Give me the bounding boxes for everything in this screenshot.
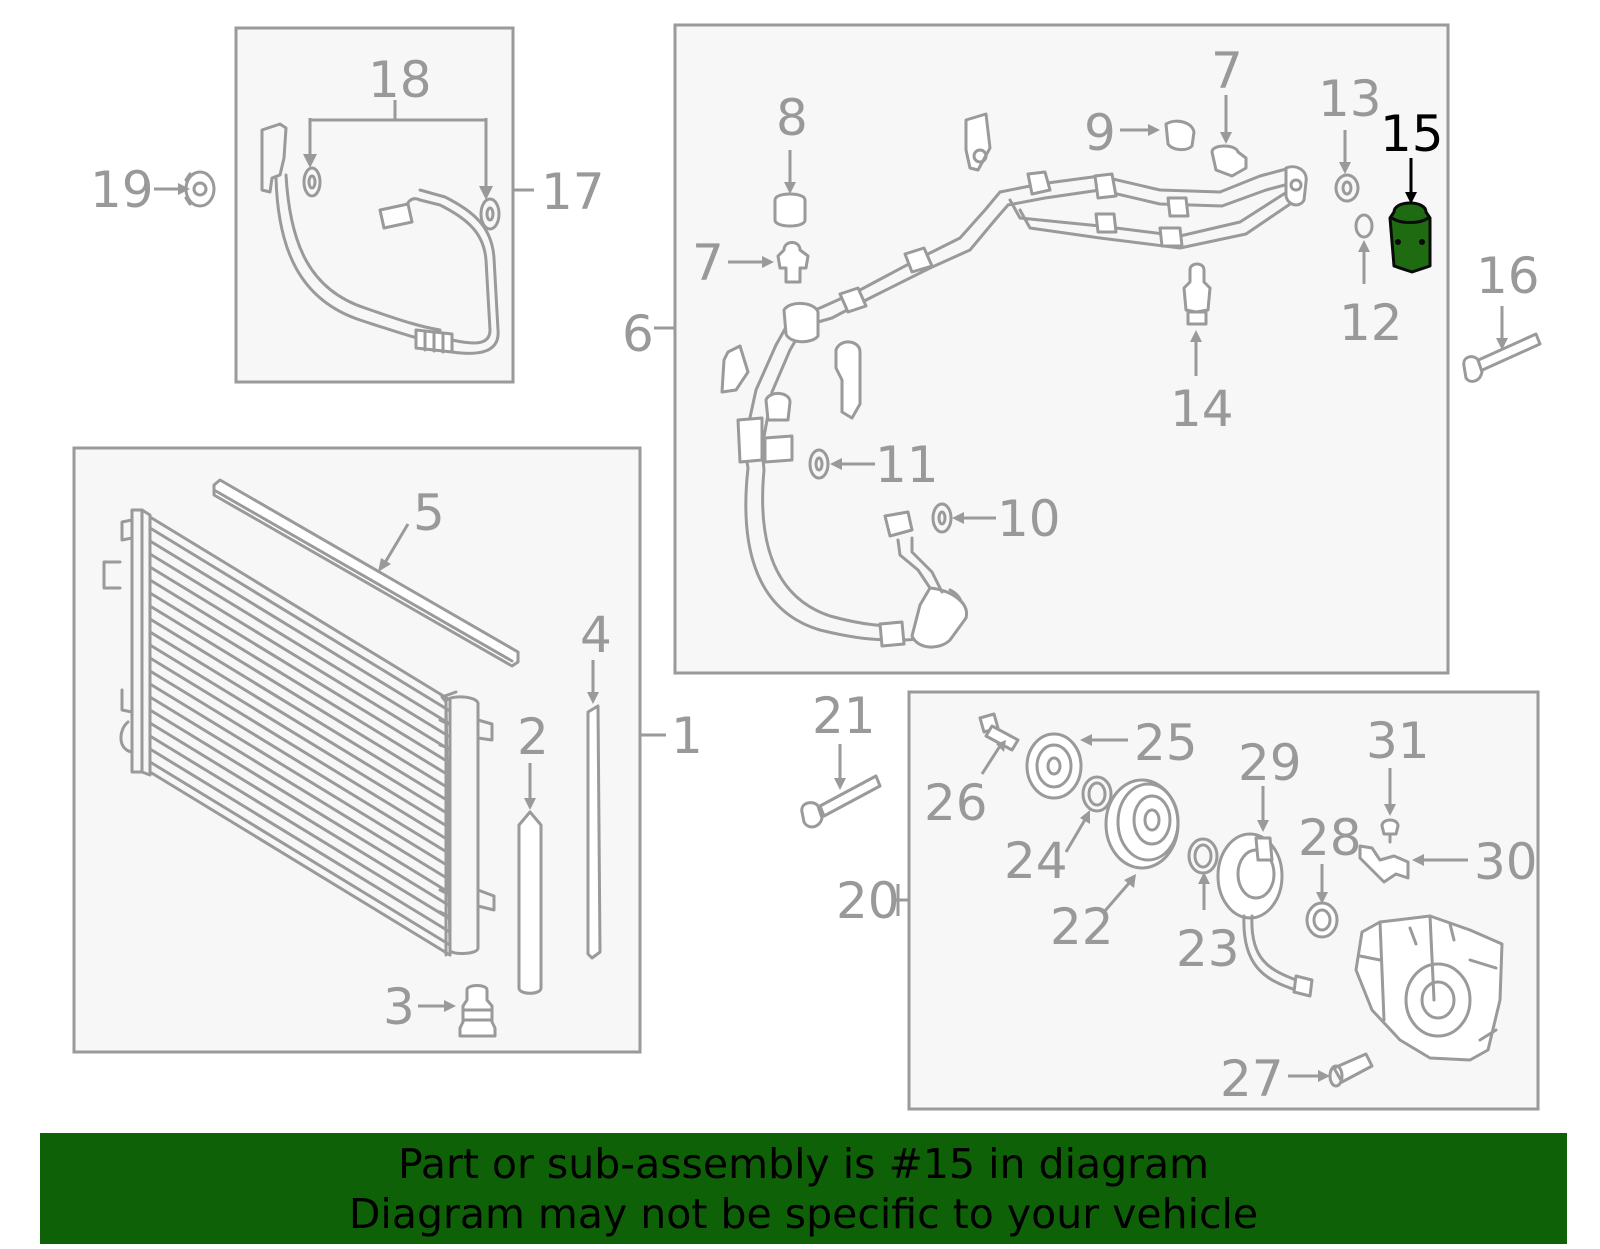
callout-14: 14	[1170, 380, 1234, 438]
box-pipe-assembly-6	[673, 23, 1450, 675]
callout-25: 25	[1134, 714, 1198, 772]
bracket-30	[1358, 844, 1410, 884]
field-coil-29	[1216, 832, 1314, 998]
o-ring-13	[1334, 173, 1360, 203]
callout-22: 22	[1050, 898, 1114, 956]
callout-13: 13	[1318, 70, 1382, 128]
rubber-strip-5	[212, 478, 520, 668]
callout-8: 8	[776, 89, 808, 147]
callout-1: 1	[671, 707, 703, 765]
bolt-31	[1380, 818, 1400, 844]
callout-23: 23	[1176, 920, 1240, 978]
pressure-sensor-14	[1182, 262, 1212, 326]
callout-16: 16	[1476, 247, 1540, 305]
callout-5: 5	[413, 484, 445, 542]
bolt-26	[978, 712, 1020, 752]
compressor-body	[1354, 914, 1504, 1062]
callout-11: 11	[875, 436, 939, 494]
callout-7b: 7	[1211, 42, 1243, 100]
callout-15: 15	[1380, 105, 1444, 163]
callout-28: 28	[1298, 809, 1362, 867]
callout-26: 26	[924, 774, 988, 832]
cap-8	[773, 192, 807, 228]
callout-29: 29	[1238, 734, 1302, 792]
expansion-valve-15	[1388, 201, 1432, 274]
callout-21: 21	[812, 687, 876, 745]
callout-17: 17	[541, 163, 605, 221]
cap-9	[1164, 119, 1196, 152]
box-hose-assembly-17	[234, 26, 515, 384]
callout-2: 2	[517, 708, 549, 766]
callout-3: 3	[383, 978, 415, 1036]
snap-ring-23	[1187, 837, 1219, 875]
banner-line-1: Part or sub-assembly is #15 in diagram	[397, 1140, 1210, 1188]
banner-line-2: Diagram may not be specific to your vehi…	[348, 1190, 1259, 1238]
hose-assembly-17	[260, 122, 501, 355]
info-banner: Part or sub-assembly is #15 in diagram D…	[40, 1133, 1567, 1244]
valve-core-7b	[1210, 144, 1248, 178]
clutch-plate-25	[1025, 732, 1083, 800]
callout-10: 10	[997, 490, 1061, 548]
side-strip-4	[586, 704, 602, 960]
callout-30: 30	[1474, 833, 1538, 891]
bearing-28	[1305, 901, 1339, 939]
pulley-22	[1104, 778, 1180, 870]
callout-27: 27	[1220, 1050, 1284, 1108]
bolt-16	[1462, 332, 1542, 383]
callout-4: 4	[580, 606, 612, 664]
callout-20: 20	[836, 872, 900, 930]
nut-19	[184, 170, 216, 208]
o-ring-11	[808, 448, 830, 480]
callout-19: 19	[90, 161, 154, 219]
callout-12: 12	[1339, 294, 1403, 352]
o-ring-12	[1354, 213, 1374, 239]
callout-24: 24	[1004, 832, 1068, 890]
callout-31: 31	[1366, 712, 1430, 770]
o-ring-10	[931, 502, 953, 534]
receiver-drier-2	[517, 810, 543, 995]
valve-core-7a	[776, 241, 810, 284]
callout-18: 18	[368, 51, 432, 109]
bolt-21	[800, 774, 882, 829]
plug-3	[458, 984, 497, 1038]
callout-6: 6	[622, 305, 654, 363]
pipe-assembly-6	[720, 112, 1308, 649]
condenser-1	[102, 508, 496, 957]
callout-9: 9	[1084, 104, 1116, 162]
box-condenser-1	[72, 446, 642, 1054]
callout-7a: 7	[692, 234, 724, 292]
shim-24	[1081, 775, 1113, 813]
relief-valve-27	[1328, 1052, 1374, 1088]
